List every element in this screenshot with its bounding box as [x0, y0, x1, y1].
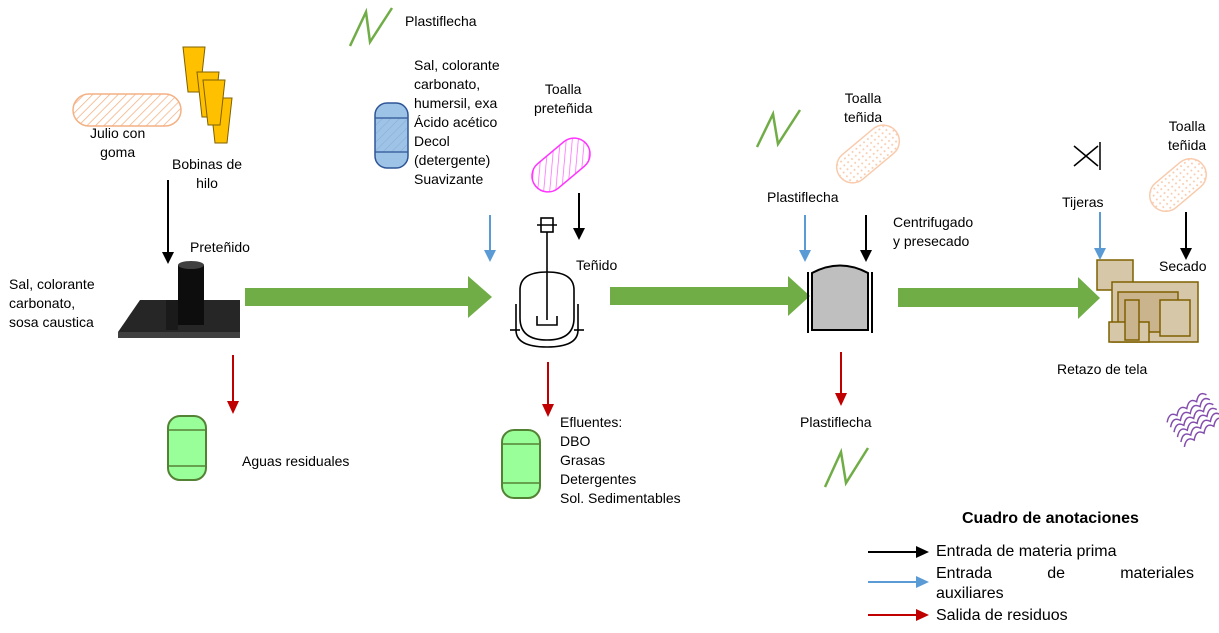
arrow-raw-tenido — [573, 193, 585, 240]
arrow-waste-centrifugado — [835, 352, 847, 406]
arrow-raw-pretenido — [162, 180, 174, 264]
plastiflecha-out-icon — [823, 447, 870, 488]
label-aguas: Aguas residuales — [242, 453, 350, 469]
label-efluentes: Efluentes: DBO Grasas Detergentes Sol. S… — [560, 414, 681, 506]
label-plastiflecha-mid: Plastiflecha — [767, 189, 839, 205]
julio-roll-icon — [72, 93, 182, 127]
arrow-aux-secado — [1094, 212, 1106, 260]
tank-quimicos-icon — [374, 102, 409, 169]
tank-efluentes-icon — [501, 429, 541, 499]
label-plastiflecha-top: Plastiflecha — [405, 13, 477, 29]
legend-item-raw: Entrada de materia prima — [936, 543, 1117, 560]
label-tenido-quimicos: Sal, colorante carbonato, humersil, exa … — [414, 57, 500, 187]
process-arrow-3 — [898, 277, 1100, 319]
process-arrow-2 — [610, 276, 810, 316]
label-retazo: Retazo de tela — [1057, 361, 1148, 377]
scissors-icon — [1073, 142, 1101, 170]
label-pretenido: Preteñido — [190, 239, 250, 255]
bobbins-icon — [182, 46, 233, 144]
towel-tenida-1-icon — [835, 124, 901, 184]
arrow-waste-tenido — [542, 362, 554, 417]
label-plastiflecha-out: Plastiflecha — [800, 414, 872, 430]
secado-machine-icon — [1096, 259, 1199, 343]
arrow-aux-tenido — [484, 215, 496, 262]
label-tenido: Teñido — [576, 257, 618, 273]
legend-title: Cuadro de anotaciones — [962, 510, 1139, 527]
tank-aguas-icon — [167, 415, 207, 481]
arrow-waste-pretenido — [227, 355, 239, 414]
towel-tenida-2-icon — [1148, 157, 1208, 213]
label-pretenido-quimicos: Sal, colorante carbonato, sosa caustica — [9, 276, 95, 330]
legend-item-aux: Entrada de materiales auxiliares — [936, 565, 1194, 602]
arrow-aux-centrifugado — [799, 215, 811, 262]
arrow-raw-secado — [1180, 212, 1192, 260]
legend-arrow-waste — [868, 609, 929, 621]
tenido-reactor-icon — [510, 217, 584, 348]
arrow-raw-centrifugado — [860, 215, 872, 262]
retazo-waves-icon — [1166, 392, 1219, 448]
label-secado: Secado — [1159, 258, 1207, 274]
plastiflecha-mid-icon — [755, 109, 802, 148]
plastiflecha-top-icon — [348, 7, 394, 47]
legend-arrow-aux — [868, 576, 929, 588]
centrifuge-icon — [807, 264, 873, 333]
pretenido-machine-icon — [118, 261, 240, 338]
process-arrow-1 — [245, 276, 492, 318]
legend-arrow-raw — [868, 546, 929, 558]
towel-pretenida-icon — [531, 137, 591, 193]
legend-item-waste: Salida de residuos — [936, 607, 1068, 624]
label-tijeras: Tijeras — [1062, 194, 1104, 210]
